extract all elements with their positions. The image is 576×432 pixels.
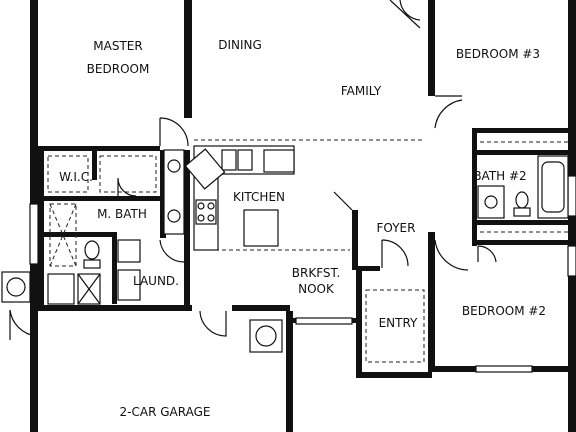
bath2-tub-inner <box>541 161 565 213</box>
kitchen-island <box>243 209 279 247</box>
shower-outline <box>49 203 77 267</box>
mbath-sink-2 <box>167 209 181 223</box>
entry-left-wall <box>356 268 362 378</box>
washer <box>117 269 141 301</box>
label-bath2: BATH #2 <box>473 169 526 183</box>
label-garage: 2-CAR GARAGE <box>120 405 211 419</box>
room-labels: MASTER BEDROOM DINING BEDROOM #3 FAMILY … <box>59 38 546 419</box>
burner-2 <box>207 202 215 210</box>
mbath-inner-wall <box>112 232 117 304</box>
bath2-top-wall <box>475 128 568 133</box>
bath2-bottom-divider <box>475 220 568 225</box>
water-heater <box>255 325 277 347</box>
bath-fixtures <box>83 149 569 269</box>
laundry-box-x2 <box>77 273 101 305</box>
bath2-toilet <box>515 191 529 209</box>
label-bedroom2: BEDROOM #2 <box>462 304 546 318</box>
center-right-wall <box>428 0 435 96</box>
foyer-angled-wall <box>333 191 353 211</box>
garage-right-wall <box>286 311 293 432</box>
mbath-toilet <box>84 240 100 260</box>
nook-window <box>295 317 353 325</box>
bath2-left-wall <box>472 128 477 246</box>
kitchen-sink-basin2 <box>237 149 253 171</box>
kitchen-left-wall <box>184 150 190 236</box>
mbath-sink-1 <box>167 159 181 173</box>
bath2-bottom-wall <box>475 240 568 245</box>
bath2-top-divider <box>475 150 568 155</box>
dryer <box>47 273 75 305</box>
bath2-sink <box>484 195 498 209</box>
master-bottom-wall <box>38 146 160 151</box>
closet2-outline <box>99 155 157 193</box>
ac-fan <box>6 277 26 297</box>
dashed-lines <box>47 139 568 363</box>
burner-1 <box>197 202 205 210</box>
garage-top-wall-right <box>232 305 290 311</box>
label-wic: W.I.C. <box>59 170 93 184</box>
mbath-bottom-wall <box>44 232 114 237</box>
master-dining-wall <box>184 0 192 118</box>
bath2-door-swing <box>477 245 497 263</box>
mbath-toilet-tank <box>83 259 101 269</box>
wic-mbath-left-wall <box>38 150 44 310</box>
label-mbath: M. BATH <box>97 207 147 221</box>
label-entry: ENTRY <box>379 316 418 330</box>
right-window <box>567 175 576 217</box>
bath2-toilet-tank <box>513 207 531 217</box>
shower-diag2 <box>49 203 77 267</box>
mbath-door-swing <box>117 177 137 197</box>
fridge <box>184 148 226 190</box>
mbath-right-wall <box>160 150 166 238</box>
shower-diag1 <box>49 203 77 267</box>
garage-door-swing <box>199 310 227 337</box>
front-door-swing <box>389 0 421 29</box>
doors <box>9 0 497 340</box>
label-foyer: FOYER <box>377 221 416 235</box>
bedroom2-window <box>475 365 533 373</box>
water-heater-box <box>249 319 283 353</box>
label-brkfst-1: BRKFST. <box>292 266 340 280</box>
bedroom2-door-swing <box>434 239 469 271</box>
label-brkfst-2: NOOK <box>298 282 335 296</box>
mbath-top-wall <box>44 196 164 201</box>
utility-sink <box>117 239 141 263</box>
garage-top-wall <box>38 305 192 311</box>
master-door-swing <box>159 117 189 147</box>
garage-side-door-swing <box>9 309 37 340</box>
label-dining: DINING <box>218 38 262 52</box>
foyer-door-swing <box>381 239 409 268</box>
kitchen-fixtures <box>184 145 295 251</box>
closet-divider-wall <box>92 150 97 180</box>
entry-top-wall <box>356 266 380 271</box>
laundry-right-wall <box>184 232 190 306</box>
label-kitchen: KITCHEN <box>233 190 285 204</box>
pantry-unit <box>263 149 295 173</box>
laundry-door-swing <box>159 239 185 263</box>
center-right-wall-lower <box>428 232 435 370</box>
kitchen-sink-basin1 <box>221 149 237 171</box>
foyer-wall <box>352 210 358 270</box>
burner-4 <box>207 214 215 222</box>
burner-3 <box>197 214 205 222</box>
shower-window <box>29 203 39 265</box>
label-master-2: BEDROOM <box>87 62 150 76</box>
label-master-1: MASTER <box>93 39 142 53</box>
bedroom3-door-swing <box>434 95 463 129</box>
entry-bottom-wall <box>356 372 432 378</box>
label-family: FAMILY <box>341 84 382 98</box>
label-bedroom3: BEDROOM #3 <box>456 47 540 61</box>
laundry-fixtures <box>1 239 283 353</box>
right-window-2 <box>567 245 576 277</box>
label-laund: LAUND. <box>133 274 179 288</box>
entry-closet <box>365 289 425 363</box>
wic-closet-outline <box>47 155 89 193</box>
